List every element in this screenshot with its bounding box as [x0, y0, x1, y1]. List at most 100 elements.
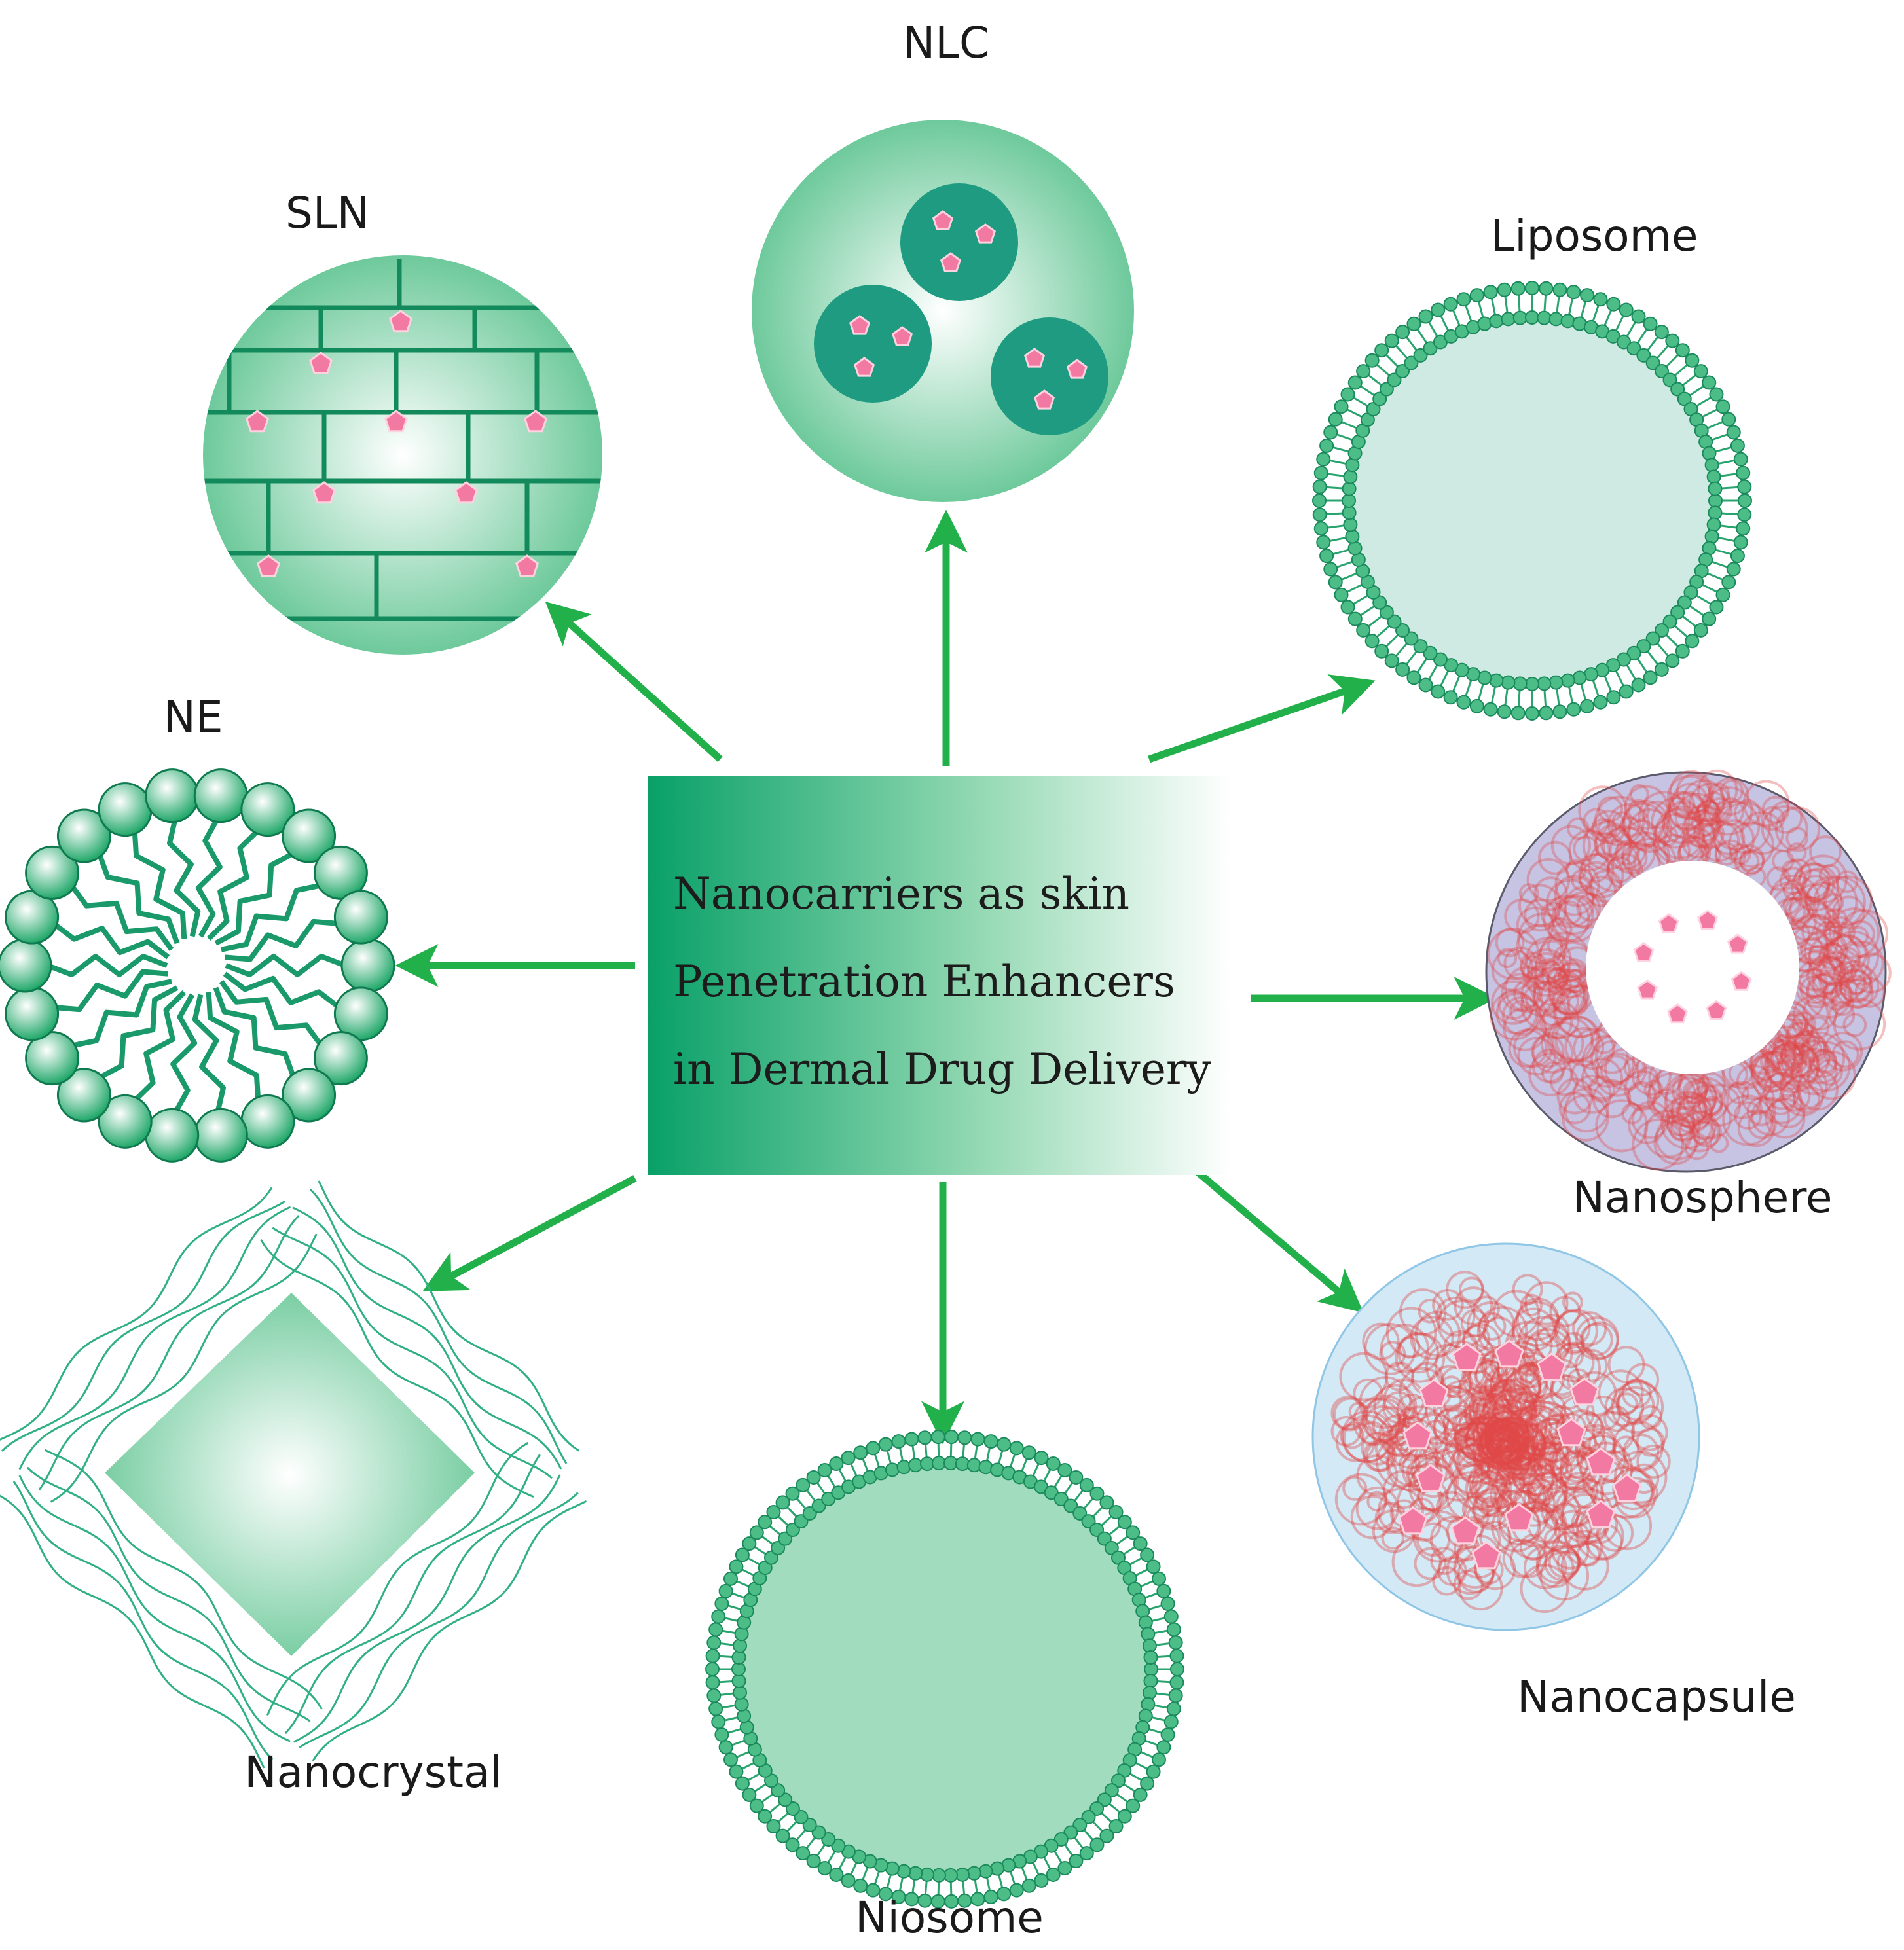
liposome-lipid-tail: [1440, 670, 1450, 687]
niosome-surfactant-head-outer: [806, 1854, 821, 1869]
ne-tail: [46, 954, 168, 977]
liposome-lipid-tail: [1715, 446, 1732, 453]
ne-tail: [206, 992, 261, 1101]
nanocapsule-coil-loop: [1505, 1458, 1559, 1511]
nanosphere-coil-loop: [1799, 937, 1824, 962]
niosome-surfactant-tail: [1021, 1458, 1028, 1472]
nanosphere-coil-loop: [1508, 1028, 1548, 1068]
nanosphere-coil-loop: [1765, 1043, 1813, 1091]
liposome-lipid-head-inner: [1404, 355, 1419, 370]
nanosphere-coil-loop: [1637, 1066, 1659, 1089]
nanocapsule-coil-loop: [1497, 1422, 1518, 1443]
nlc-drug: [932, 210, 954, 230]
liposome-lipid-tail: [1712, 560, 1728, 568]
ne-head: [333, 986, 388, 1041]
liposome-lipid-head-outer: [1374, 343, 1389, 358]
liposome-lipid-head-outer: [1733, 452, 1748, 467]
liposome-lipid-tail: [1592, 305, 1600, 321]
liposome-lipid-head-outer: [1709, 600, 1724, 615]
ne-head: [5, 986, 60, 1041]
nanocrystal-chain: [18, 1475, 291, 1742]
nanosphere-coil-loop: [1581, 1058, 1623, 1100]
nanocrystal-stabilizer-chains: [0, 1180, 587, 1769]
nanocapsule-coil-loop: [1556, 1549, 1582, 1576]
ne-head: [98, 1094, 153, 1149]
liposome-lipid-head-outer: [1721, 575, 1736, 590]
nanosphere-coil-loop: [1524, 899, 1557, 932]
nanosphere-coil-loop: [1580, 853, 1610, 883]
nanocapsule-coil-loop: [1446, 1545, 1495, 1595]
sln-drug: [257, 554, 280, 577]
nanosphere-coil-loop: [1547, 916, 1573, 942]
nanosphere-coil-loop: [1564, 1027, 1605, 1067]
nanosphere-drug: [1658, 912, 1679, 933]
arrows: [395, 509, 1497, 1445]
nanosphere-coil-loop: [1653, 1121, 1698, 1165]
nanocapsule-coil-loop: [1468, 1362, 1501, 1395]
niosome-surfactant-tail: [1154, 1704, 1168, 1709]
nanosphere-coil-loop: [1533, 967, 1573, 1006]
nanocapsule-coil-loop: [1607, 1346, 1645, 1384]
nanosphere-coil-loop: [1606, 856, 1634, 884]
nanosphere-coil-loop: [1691, 1115, 1717, 1140]
nanosphere-coil-loop: [1590, 818, 1614, 842]
nanosphere-coil-loop: [1522, 948, 1571, 997]
nanosphere-coil-loop: [1791, 1011, 1817, 1037]
niosome-surfactant-head-outer: [766, 1504, 781, 1519]
liposome-lipid-head-inner: [1560, 673, 1575, 688]
niosome-surfactant-tail: [816, 1844, 826, 1856]
nanosphere-coil-loop: [1568, 829, 1611, 872]
nanocapsule-coil-loop: [1452, 1411, 1478, 1437]
nanocapsule-coil-loop: [1487, 1428, 1513, 1454]
niosome-surfactant-tail: [720, 1642, 734, 1646]
nanosphere-coil-loop: [1763, 1048, 1800, 1086]
nanocapsule-coil-loop: [1484, 1416, 1531, 1464]
nanocapsule-coil-loop: [1617, 1379, 1660, 1422]
liposome-lipid-head-inner: [1704, 529, 1719, 544]
nanocapsule-coil-loop: [1446, 1471, 1497, 1522]
nanocapsule-coil-loop: [1465, 1465, 1512, 1512]
nanocapsule-coil-loop: [1514, 1301, 1560, 1347]
niosome-surfactant-head-outer: [1163, 1714, 1179, 1729]
nanocapsule-coil-loop: [1486, 1419, 1520, 1453]
liposome-lipid-tail: [1636, 658, 1648, 673]
nanosphere-coil-loop: [1811, 956, 1850, 995]
nanocapsule-coil-loop: [1454, 1409, 1485, 1439]
niosome-surfactant-tail: [1156, 1642, 1169, 1646]
nanosphere-coil-loop: [1501, 996, 1542, 1036]
nanosphere-coil-loop: [1684, 1135, 1710, 1161]
nanocapsule-coil-loop: [1535, 1549, 1575, 1588]
liposome-lipid-tail: [1341, 572, 1357, 581]
nanocapsule-coil-loop: [1488, 1418, 1519, 1449]
niosome-surfactant-head-outer: [735, 1547, 750, 1562]
nanocapsule-coil-loop: [1469, 1392, 1514, 1437]
liposome-lipid-tail: [1329, 460, 1346, 465]
nanocapsule-coil-loop: [1468, 1384, 1518, 1434]
nanocapsule-coil-loop: [1603, 1405, 1630, 1432]
nanosphere-inner: [1586, 861, 1799, 1074]
nanosphere-coil-loop: [1701, 791, 1726, 816]
niosome-surfactant-tail: [719, 1655, 733, 1658]
liposome-lipid-head-inner: [1489, 314, 1504, 329]
nanosphere-coil-loop: [1509, 1000, 1533, 1023]
niosome-surfactant-tail: [1083, 1498, 1094, 1509]
nlc-core-1: [900, 183, 1018, 301]
nanosphere-coil-loop: [1802, 867, 1835, 901]
nanosphere-coil-loop: [1546, 967, 1568, 990]
nanosphere-coil-loop: [1746, 1096, 1777, 1127]
ne-tail: [225, 954, 346, 977]
niosome-surfactant-head-outer: [1009, 1883, 1024, 1898]
liposome-lipid-tail: [1626, 664, 1636, 680]
niosome-surfactant-head-inner: [771, 1783, 786, 1798]
niosome-surfactant-tail: [727, 1604, 741, 1610]
nanosphere-coil-loop: [1801, 1039, 1832, 1071]
liposome-lipid-head-outer: [1721, 412, 1736, 427]
niosome-surfactant-head-outer: [1156, 1583, 1171, 1598]
niosome-surfactant-tail: [862, 1867, 869, 1881]
nanocapsule-coil-loop: [1518, 1457, 1563, 1502]
nanosphere-coil-loop: [1751, 1051, 1803, 1102]
nanocapsule-coil-loop: [1466, 1481, 1503, 1518]
liposome-lipid-head-outer: [1431, 684, 1446, 699]
nanocapsule-coil-loop: [1478, 1440, 1499, 1461]
nanocapsule-coil-loop: [1414, 1547, 1447, 1580]
